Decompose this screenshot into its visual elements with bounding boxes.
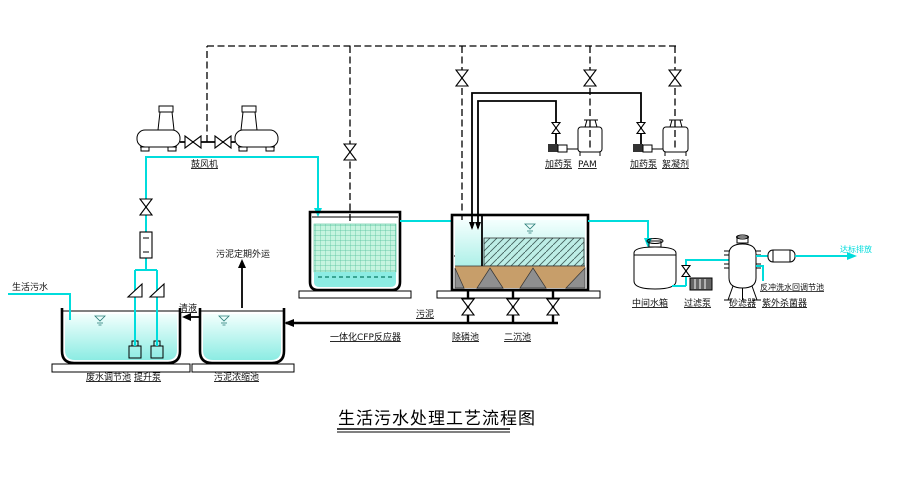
label-filter-pump: 过滤泵	[684, 297, 711, 309]
label-thickening-tank: 污泥浓缩池	[214, 371, 259, 383]
label-pam: PAM	[578, 160, 597, 170]
label-discharge: 达标排放	[840, 244, 872, 254]
flow-meter	[139, 231, 153, 259]
label-secondary-clarifier: 二沉池	[504, 331, 531, 343]
lift-valve[interactable]	[139, 198, 153, 216]
arrow-chem-feed-2	[469, 222, 475, 230]
influent-line: 生活污水	[8, 281, 71, 320]
clarified-water-line	[588, 220, 652, 248]
sand-filter	[724, 234, 761, 301]
air-valve-reactor[interactable]	[343, 143, 357, 161]
arrow-sludge-haul	[238, 259, 246, 268]
blower-right	[234, 105, 279, 152]
blower-valve-right[interactable]	[214, 135, 232, 149]
arrow-sludge-to-thickener	[284, 319, 294, 327]
inclined-tube-media	[483, 237, 585, 267]
blower-unit: 鼓风机	[136, 105, 279, 170]
filtration-train: 达标排放 反冲洗水回调节池 过滤泵 砂滤器 紫外杀菌器	[672, 234, 872, 309]
thickening-tank: 污泥定期外运 清液 污泥浓缩池	[179, 248, 295, 383]
air-valve-pam[interactable]	[583, 69, 597, 87]
intermediate-tank: 中间水箱	[632, 238, 677, 309]
label-supernatant: 清液	[179, 302, 197, 314]
sludge-valve-1[interactable]	[461, 298, 475, 316]
uv-sterilizer	[767, 249, 796, 263]
air-valve-clarifier[interactable]	[455, 69, 469, 87]
arrow-discharge	[847, 252, 857, 260]
label-intermediate-tank: 中间水箱	[632, 297, 668, 309]
clarifier-tank: 污泥 除磷池 二沉池	[284, 213, 601, 343]
sludge-layer	[455, 266, 585, 288]
dosing-valve-2[interactable]	[636, 121, 646, 135]
label-flocculant: 絮凝剂	[662, 158, 689, 170]
air-valve-flocculant[interactable]	[668, 69, 682, 87]
filter-pump-valve[interactable]	[681, 264, 691, 278]
label-lift-pump: 提升泵	[134, 372, 161, 383]
page-title: 生活污水处理工艺流程图	[338, 409, 536, 429]
air-piping	[206, 45, 682, 280]
blower-left	[136, 105, 181, 152]
regulating-tank: 废水调节池 提升泵	[51, 308, 191, 383]
lift-line	[127, 156, 322, 346]
label-backwash-return: 反冲洗水回调节池	[760, 282, 824, 292]
arrow-chem-feed-1	[475, 222, 481, 230]
label-reactor: 一体化CFP反应器	[330, 331, 401, 343]
arrow-supernatant	[182, 313, 191, 321]
label-dosing-pump-2: 加药泵	[630, 159, 657, 170]
label-uv-sterilizer: 紫外杀菌器	[762, 297, 807, 309]
cfp-reactor: 一体化CFP反应器	[298, 210, 452, 343]
label-sludge: 污泥	[416, 308, 434, 320]
label-sludge-haul: 污泥定期外运	[216, 248, 270, 260]
sludge-valve-3[interactable]	[546, 298, 560, 316]
dosing-unit-flocculant: 加药泵 絮凝剂	[469, 92, 689, 230]
dosing-valve-1[interactable]	[551, 121, 561, 135]
blower-valve-left[interactable]	[184, 135, 202, 149]
dosing-pump-1-body	[548, 144, 558, 152]
title-block: 生活污水处理工艺流程图	[337, 409, 536, 433]
dosing-unit-pam: 加药泵 PAM	[475, 100, 603, 230]
label-influent: 生活污水	[12, 281, 48, 293]
sludge-valve-2[interactable]	[506, 298, 520, 316]
label-regulating-tank: 废水调节池	[86, 371, 131, 383]
dosing-pump-2-body	[633, 144, 643, 152]
label-dosing-pump-1: 加药泵	[545, 159, 572, 170]
label-blower: 鼓风机	[191, 158, 218, 170]
label-phosphorus-tank: 除磷池	[452, 331, 479, 343]
filter-pump	[689, 277, 713, 291]
label-sand-filter: 砂滤器	[729, 297, 756, 309]
